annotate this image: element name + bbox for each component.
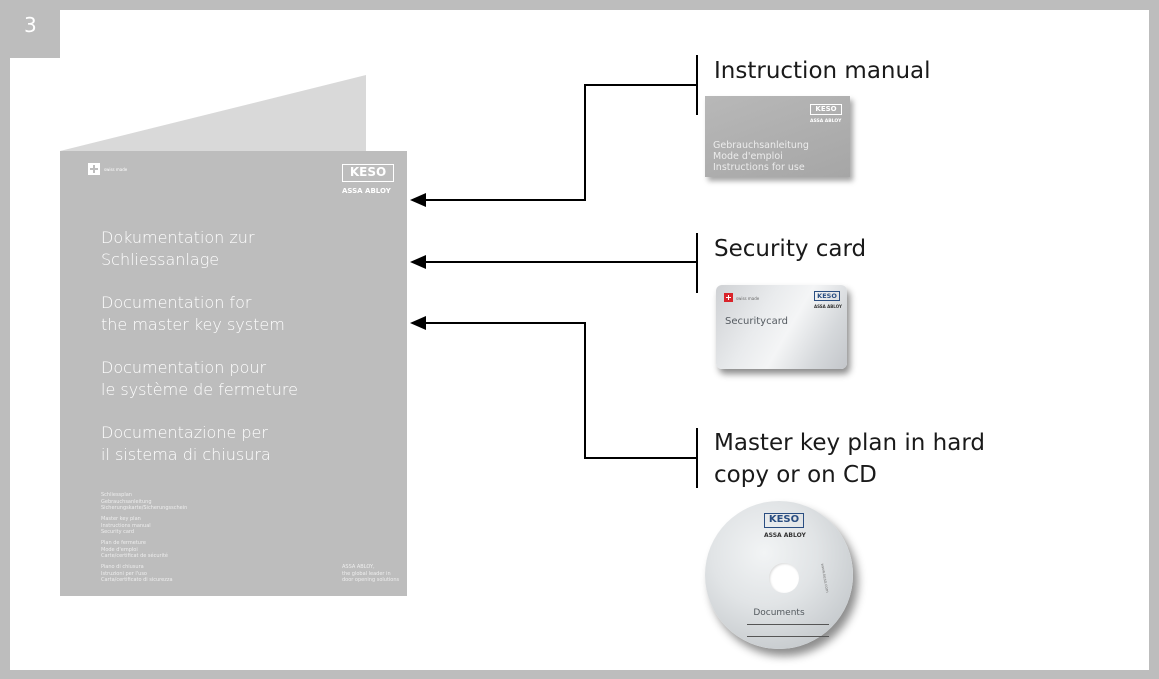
- booklet-heading-de: Dokumentation zur Schliessanlage: [101, 228, 255, 269]
- label-master-key-plan: Master key plan in hard copy or on CD: [714, 430, 986, 488]
- connector-cd: [424, 322, 697, 459]
- booklet-keso-logo: KESO: [342, 164, 394, 182]
- booklet-heading-fr: Documentation pour le système de fermetu…: [101, 358, 298, 399]
- booklet-cover: [60, 151, 407, 596]
- label-instruction-manual: Instruction manual: [714, 58, 931, 84]
- card-badge-text: swiss made: [736, 296, 760, 301]
- booklet-flap: [60, 75, 366, 171]
- card-assa-logo: ASSA ABLOY: [814, 304, 842, 309]
- booklet-heading-it: Documentazione per il sistema di chiusur…: [101, 423, 271, 464]
- step-number-box: 3: [10, 10, 60, 58]
- card-title: Securitycard: [725, 316, 788, 327]
- arrow-card: [410, 255, 426, 269]
- manual-keso-logo: KESO: [810, 104, 842, 115]
- cd-rule-2: [747, 636, 829, 637]
- cd-image: KESO ASSA ABLOY www.keso.com Documents: [705, 501, 853, 649]
- label-security-card: Security card: [714, 236, 867, 262]
- swiss-flag-icon: [88, 163, 100, 175]
- swiss-flag-icon: [724, 293, 733, 302]
- cd-assa-logo: ASSA ABLOY: [764, 532, 806, 539]
- cd-documents-text: Documents: [753, 608, 805, 618]
- cd-rule-1: [747, 624, 829, 625]
- booklet-assa-logo: ASSA ABLOY: [342, 187, 391, 195]
- manual-line-en: Instructions for use: [713, 162, 805, 173]
- booklet-heading-en: Documentation for the master key system: [101, 293, 285, 334]
- cd-side-text: www.keso.com: [820, 563, 831, 594]
- booklet-badge-text: swiss made: [104, 167, 128, 172]
- step-number: 3: [24, 13, 37, 37]
- manual-line-de: Gebrauchsanleitung: [713, 140, 809, 151]
- cd-hole: [769, 563, 799, 593]
- card-keso-logo: KESO: [814, 291, 840, 301]
- manual-assa-logo: ASSA ABLOY: [810, 119, 842, 124]
- manual-line-fr: Mode d'emploi: [713, 151, 783, 162]
- arrow-cd: [410, 316, 426, 330]
- security-card-image: swiss made KESO ASSA ABLOY Securitycard: [716, 285, 847, 369]
- arrow-manual: [410, 193, 426, 207]
- connector-manual: [424, 84, 697, 201]
- instruction-manual-image: KESO ASSA ABLOY Gebrauchsanleitung Mode …: [705, 96, 850, 177]
- cd-keso-logo: KESO: [764, 513, 804, 528]
